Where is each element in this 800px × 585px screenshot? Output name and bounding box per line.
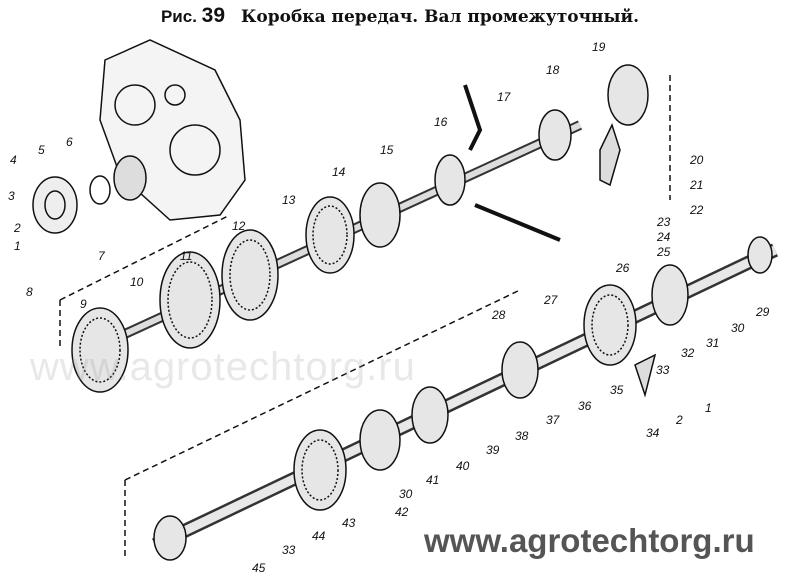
part-label-6: 6 [66, 135, 73, 149]
gear-38 [501, 341, 539, 399]
part-label-8: 8 [26, 285, 33, 299]
part-label-15: 15 [380, 143, 394, 157]
part-label-14: 14 [332, 165, 346, 179]
part-label-13: 13 [282, 193, 296, 207]
watermark-bottom: www.agrotechtorg.ru [424, 522, 755, 559]
part-label-2: 2 [675, 413, 683, 427]
part-label-1: 1 [14, 239, 21, 253]
part-label-27: 27 [543, 293, 559, 307]
part-label-7: 7 [98, 249, 106, 263]
lock-plate-34 [634, 353, 657, 398]
part-label-11: 11 [180, 249, 192, 263]
gear-41 [411, 386, 449, 444]
part-label-5: 5 [38, 143, 45, 157]
part-label-22: 22 [689, 203, 704, 217]
part-label-32: 32 [681, 346, 695, 360]
part-label-1: 1 [705, 401, 712, 415]
part-label-24: 24 [656, 230, 671, 244]
part-label-30: 30 [731, 321, 745, 335]
part-label-25: 25 [656, 245, 671, 259]
part-label-33: 33 [656, 363, 670, 377]
ring-32 [651, 264, 689, 326]
part-label-37: 37 [546, 413, 561, 427]
spline-hub [538, 109, 572, 161]
part-label-41: 41 [426, 473, 439, 487]
part-label-9: 9 [80, 297, 87, 311]
bearing-15 [359, 182, 401, 248]
gear-12 [221, 229, 279, 321]
synchronizer-ring-19 [607, 64, 649, 126]
part-label-34: 34 [646, 426, 660, 440]
bearing [113, 155, 147, 201]
lever [463, 84, 483, 151]
part-label-4: 4 [10, 153, 17, 167]
part-label-35: 35 [610, 383, 624, 397]
gear-9 [71, 307, 129, 393]
part-label-2: 2 [13, 221, 21, 235]
part-label-10: 10 [130, 275, 144, 289]
part-label-28: 28 [491, 308, 506, 322]
part-label-21: 21 [689, 178, 703, 192]
shift-fork [599, 122, 621, 187]
bearing-cover [32, 176, 78, 234]
part-label-43: 43 [342, 516, 356, 530]
part-label-20: 20 [689, 153, 704, 167]
part-label-26: 26 [615, 261, 630, 275]
watermark-center: www.agrotechtorg.ru [30, 345, 416, 389]
part-label-36: 36 [578, 399, 592, 413]
shift-rod [474, 203, 561, 242]
part-label-17: 17 [497, 90, 512, 104]
part-label-42: 42 [395, 505, 409, 519]
part-label-40: 40 [456, 459, 470, 473]
figure-caption: Коробка передач. Вал промежуточный. [240, 7, 640, 27]
part-label-45: 45 [252, 561, 266, 575]
part-label-44: 44 [312, 529, 326, 543]
part-label-39: 39 [486, 443, 500, 457]
part-label-31: 31 [706, 336, 719, 350]
gear-29 [747, 236, 773, 274]
part-label-16: 16 [434, 115, 448, 129]
gear-16 [434, 154, 466, 206]
shaft-end-spline [153, 515, 187, 561]
part-label-33: 33 [282, 543, 296, 557]
part-label-18: 18 [546, 63, 560, 77]
figure-number: Рис. 39 [160, 4, 226, 27]
part-label-19: 19 [592, 40, 606, 54]
part-label-38: 38 [515, 429, 529, 443]
bushing-42 [359, 409, 401, 471]
part-label-23: 23 [656, 215, 671, 229]
gear-11 [159, 251, 221, 349]
part-label-29: 29 [755, 305, 770, 319]
part-label-12: 12 [232, 219, 246, 233]
figure-title: Рис. 39 Коробка передач. Вал промежуточн… [0, 4, 800, 28]
part-label-30: 30 [399, 487, 413, 501]
part-label-3: 3 [8, 189, 15, 203]
